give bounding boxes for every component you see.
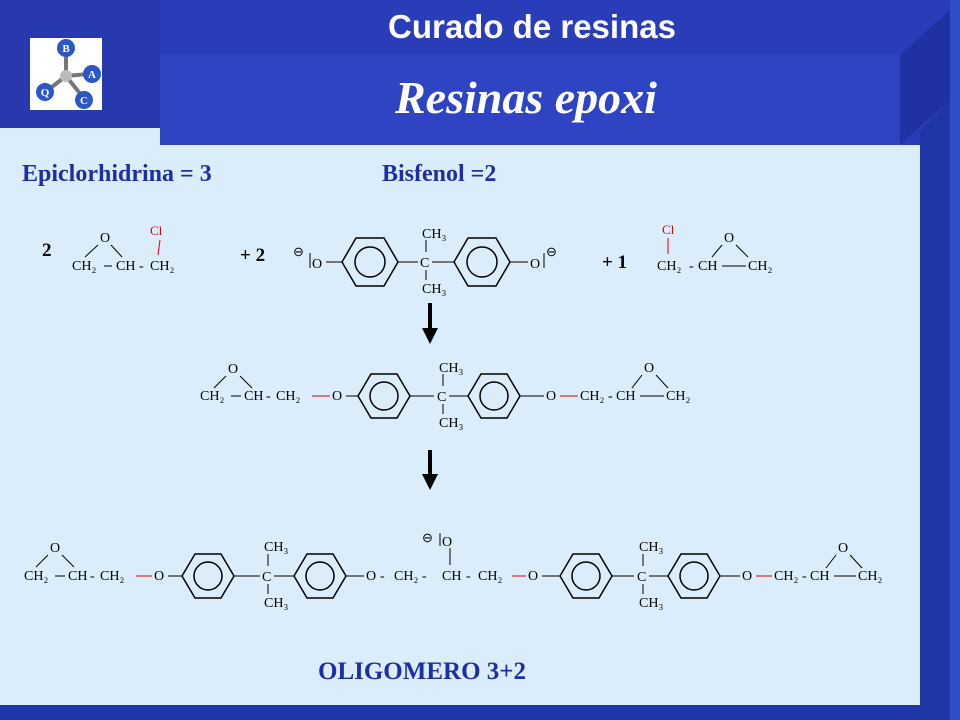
svg-text:CH₃: CH₃ — [422, 227, 446, 242]
svg-text:CH: CH — [116, 259, 135, 274]
svg-text:CH₃: CH₃ — [439, 361, 463, 376]
svg-text:CH₂: CH₂ — [72, 259, 96, 274]
svg-text:CH₃: CH₃ — [639, 540, 663, 555]
oligomero-label: OLIGOMERO 3+2 — [318, 658, 527, 685]
svg-text:O: O — [838, 541, 848, 556]
svg-text:-: - — [139, 259, 144, 274]
svg-text:O: O — [742, 569, 752, 584]
svg-text:CH₂: CH₂ — [657, 259, 681, 274]
logo-molecule-icon — [36, 39, 101, 109]
coef-left: 2 — [42, 240, 52, 261]
svg-text:CH₂: CH₂ — [100, 569, 124, 584]
svg-text:C: C — [420, 256, 429, 271]
coef-right: + 1 — [602, 252, 628, 273]
svg-text:-: - — [608, 389, 613, 404]
svg-text:CH₂: CH₂ — [478, 569, 502, 584]
svg-text:-: - — [380, 569, 385, 584]
svg-text:C: C — [262, 570, 271, 585]
logo-letter-c: C — [80, 95, 88, 107]
svg-text:O: O — [528, 569, 538, 584]
epiclorhidrina-label: Epiclorhidrina = 3 — [22, 161, 212, 187]
bisphenol-dianion: ⊖ O C CH₃ CH₃ O ⊖ — [293, 227, 557, 297]
svg-text:O: O — [546, 389, 556, 404]
svg-text:CH₂: CH₂ — [666, 389, 690, 404]
bisfenol-label: Bisfenol =2 — [382, 161, 497, 187]
svg-text:O: O — [332, 389, 342, 404]
svg-text:-: - — [802, 569, 807, 584]
svg-text:CH₂: CH₂ — [748, 259, 772, 274]
logo-letter-q: Q — [41, 87, 50, 99]
svg-text:O: O — [154, 569, 164, 584]
svg-text:CH₃: CH₃ — [639, 596, 663, 611]
svg-text:-: - — [689, 259, 694, 274]
svg-text:O: O — [100, 231, 110, 246]
svg-text:CH: CH — [68, 569, 87, 584]
page-title: Resinas epoxi — [395, 72, 657, 123]
svg-text:C: C — [437, 390, 446, 405]
svg-text:CH₂: CH₂ — [150, 259, 174, 274]
svg-text:O: O — [530, 257, 540, 272]
svg-text:O: O — [366, 569, 376, 584]
svg-text:CH: CH — [810, 569, 829, 584]
svg-text:O: O — [644, 361, 654, 376]
intermediate-product: O CH₂ CH - CH₂ O C CH₃ CH₃ O CH₂ - CH CH… — [200, 361, 690, 431]
epichlorohydrin-left: O CH₂ CH - CH₂ Cl — [72, 223, 174, 274]
svg-text:CH₂: CH₂ — [858, 569, 882, 584]
svg-text:Cl: Cl — [150, 223, 163, 238]
svg-text:CH₃: CH₃ — [422, 282, 446, 297]
svg-text:CH₂: CH₂ — [774, 569, 798, 584]
svg-text:-: - — [90, 569, 95, 584]
epichlorohydrin-right: Cl CH₂ - CH CH₂ O — [657, 222, 772, 274]
svg-text:CH₂: CH₂ — [24, 569, 48, 584]
reaction-arrow-2 — [422, 450, 438, 490]
subtitle: Curado de resinas — [388, 8, 676, 45]
svg-text:Cl: Cl — [662, 222, 675, 237]
title-banner — [160, 55, 900, 145]
svg-text:⊖: ⊖ — [293, 244, 304, 259]
svg-text:CH: CH — [698, 259, 717, 274]
svg-text:-: - — [466, 569, 471, 584]
svg-text:CH₂: CH₂ — [276, 389, 300, 404]
coef-mid: + 2 — [240, 245, 266, 266]
svg-text:O: O — [228, 362, 238, 377]
content-panel — [0, 128, 920, 705]
svg-text:⊖: ⊖ — [422, 530, 433, 545]
svg-text:C: C — [637, 570, 646, 585]
svg-text:CH₃: CH₃ — [264, 596, 288, 611]
svg-text:CH₂: CH₂ — [580, 389, 604, 404]
logo-letter-a: A — [88, 69, 96, 81]
svg-text:CH₃: CH₃ — [439, 416, 463, 431]
svg-text:O: O — [50, 541, 60, 556]
svg-text:O: O — [724, 231, 734, 246]
svg-text:⊖: ⊖ — [546, 244, 557, 259]
svg-text:CH: CH — [442, 569, 461, 584]
svg-text:CH₂: CH₂ — [394, 569, 418, 584]
logo-letter-b: B — [62, 43, 70, 55]
svg-text:O: O — [442, 535, 452, 550]
svg-text:-: - — [422, 569, 427, 584]
svg-text:CH₂: CH₂ — [200, 389, 224, 404]
svg-text:CH: CH — [244, 389, 263, 404]
reaction-arrow-1 — [422, 303, 438, 344]
oligomer-product: O CH₂ CH - CH₂ O C CH₃ CH₃ O - CH₂ - CH … — [24, 530, 882, 611]
svg-text:CH: CH — [616, 389, 635, 404]
svg-text:CH₃: CH₃ — [264, 540, 288, 555]
svg-text:-: - — [266, 389, 271, 404]
svg-text:O: O — [312, 257, 322, 272]
